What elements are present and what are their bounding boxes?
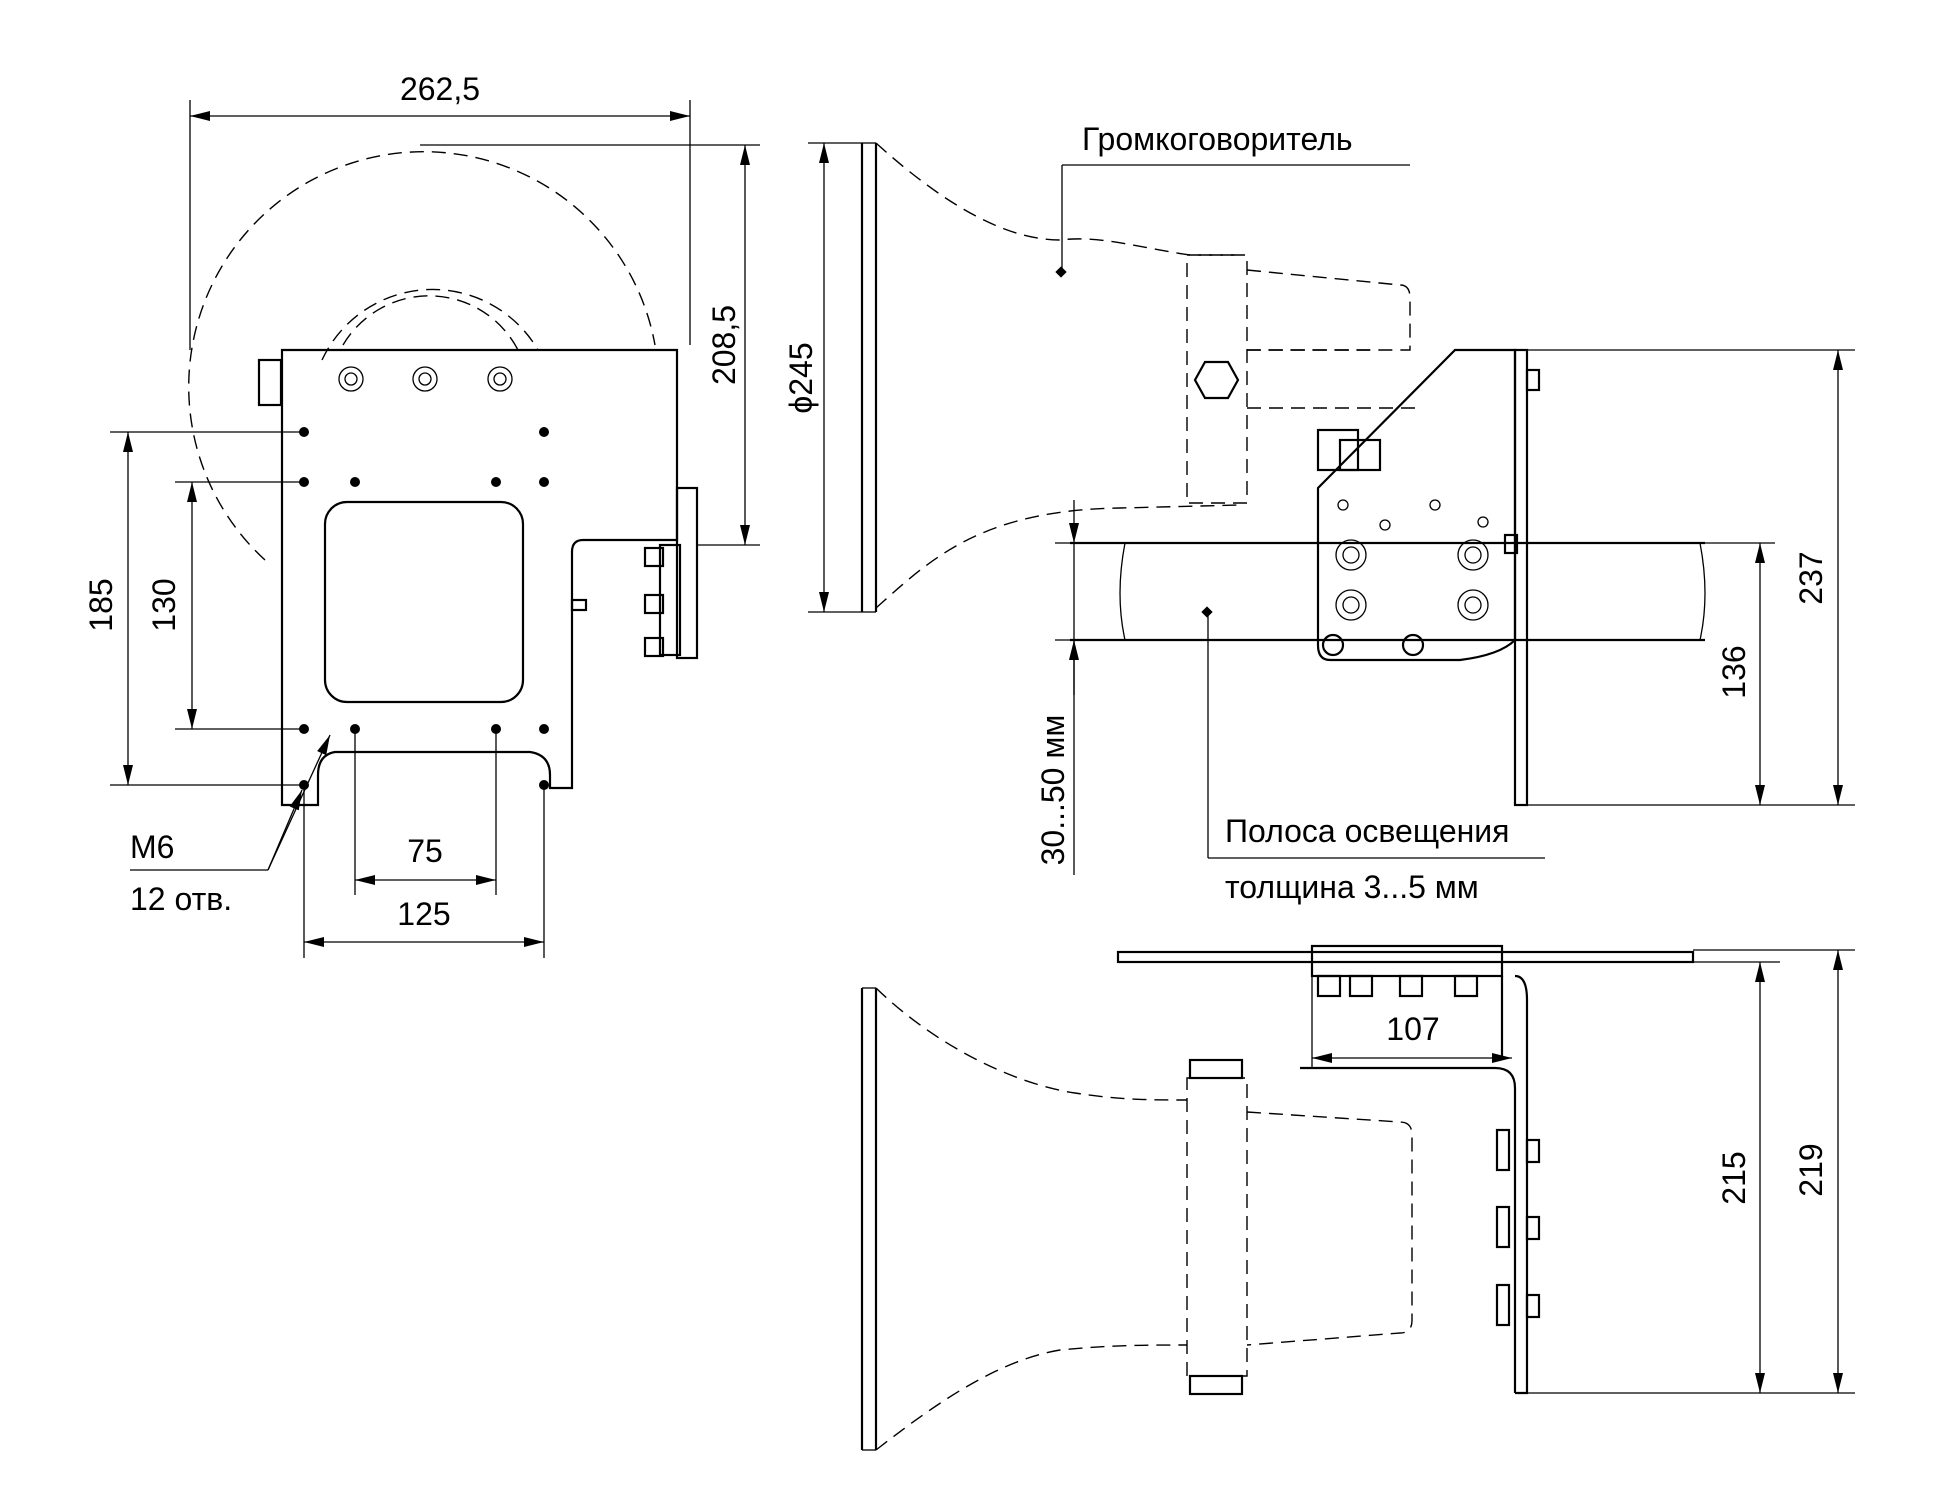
label-light-strip: Полоса освещения — [1225, 813, 1509, 849]
label-holes-count: 12 отв. — [130, 881, 232, 917]
dim-130: 130 — [146, 578, 182, 631]
label-thread-m6: М6 — [130, 829, 174, 865]
front-view — [110, 100, 760, 958]
dim-215: 215 — [1716, 1151, 1752, 1204]
top-view — [860, 944, 1855, 1451]
dim-237: 237 — [1793, 551, 1829, 604]
dim-185: 185 — [83, 578, 119, 631]
dim-219: 219 — [1793, 1143, 1829, 1196]
dim-107: 107 — [1386, 1011, 1439, 1047]
dim-136: 136 — [1716, 645, 1752, 698]
side-view — [808, 142, 1855, 875]
label-strip-thickness: толщина 3...5 мм — [1225, 869, 1479, 905]
label-speaker: Громкоговоритель — [1082, 121, 1353, 157]
dim-125: 125 — [397, 896, 450, 932]
dim-75: 75 — [407, 833, 443, 869]
dim-262-5: 262,5 — [400, 71, 480, 107]
dim-208-5: 208,5 — [706, 305, 742, 385]
dim-diameter-245: ϕ245 — [783, 342, 819, 413]
dim-30-50: 30...50 мм — [1035, 715, 1071, 866]
